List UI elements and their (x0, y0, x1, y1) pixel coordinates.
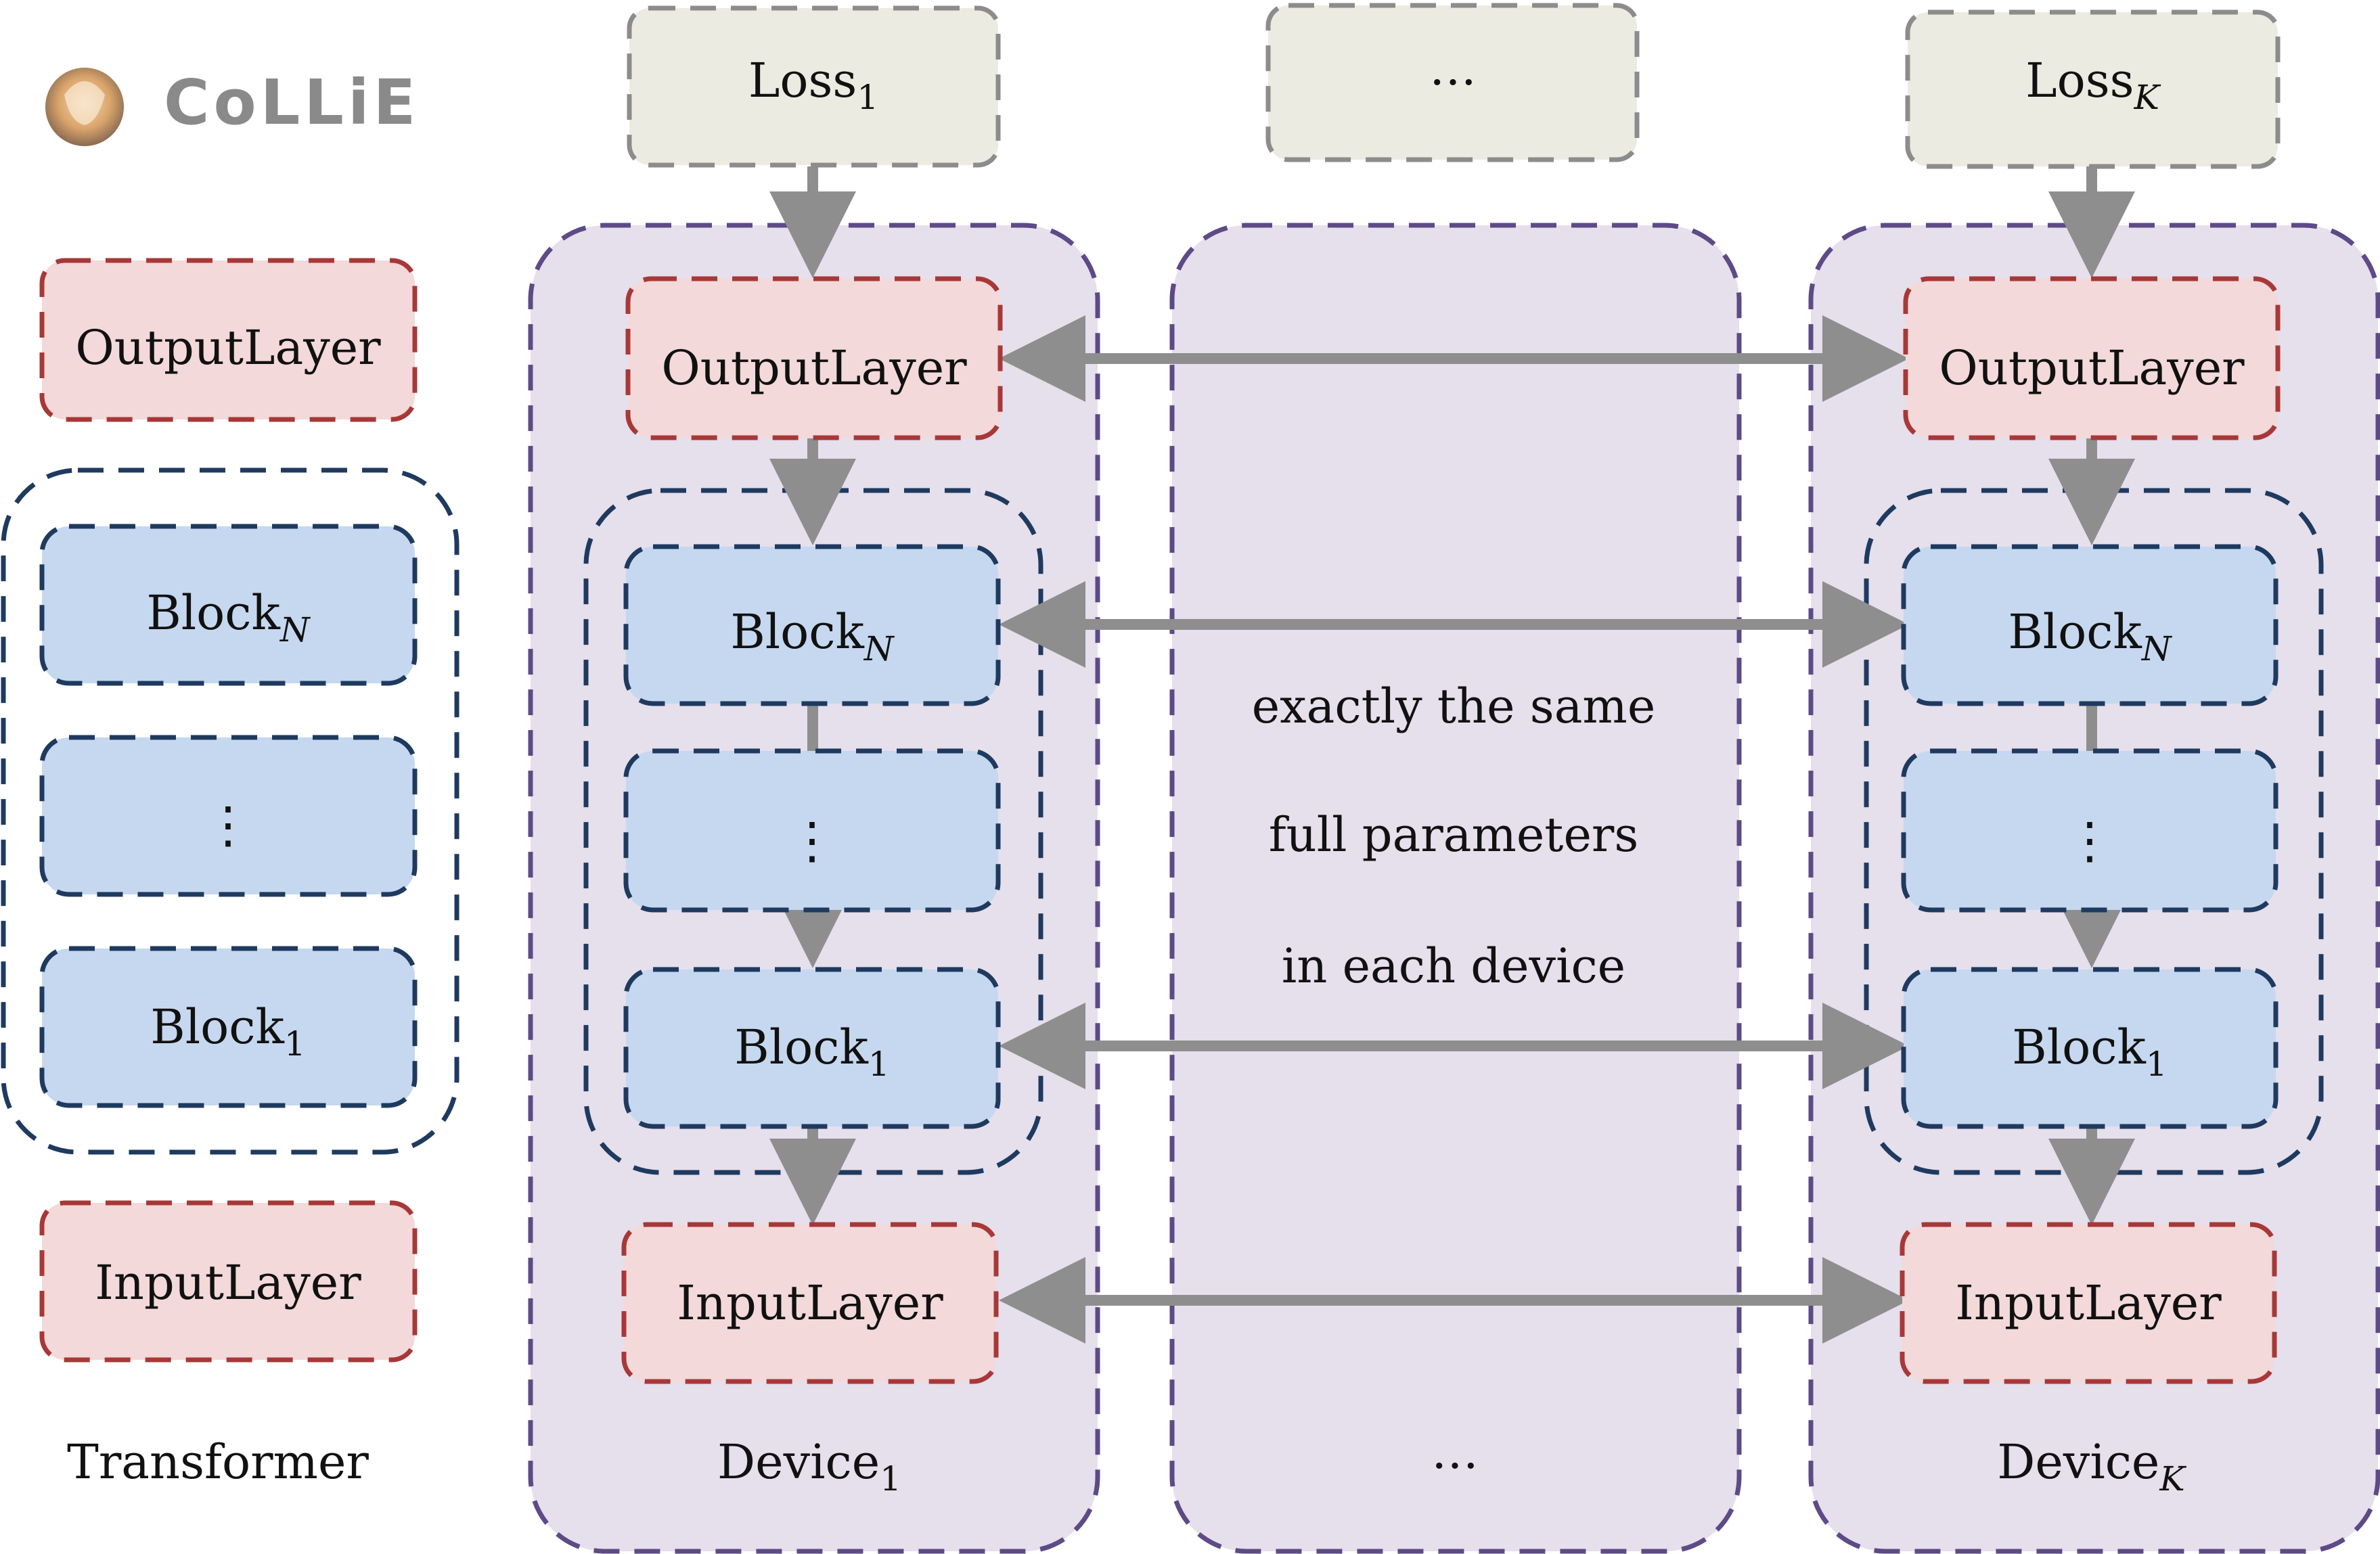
collie-logo: CoLLiE (45, 66, 420, 146)
device-k-block-1 (1901, 967, 2278, 1129)
device-1-block-n (623, 544, 1001, 706)
loss-k-label: LossK (2025, 53, 2161, 117)
device-1-block-n-label: BlockN (730, 604, 895, 668)
transformer-block-1-label: Block1 (150, 999, 305, 1064)
device-1-block-1 (623, 967, 1001, 1129)
device-k-block-dots-label: ⋮ (2065, 812, 2115, 870)
device-k-block-n (1901, 544, 2278, 706)
loss-ellipsis-label: … (1429, 41, 1477, 96)
transformer-block-n (39, 524, 418, 686)
device-1-input-layer (621, 1222, 999, 1384)
device-1-block-1-label: Block1 (734, 1020, 889, 1084)
device-k-input-layer (1900, 1222, 2277, 1384)
device-1-output-layer (625, 276, 1003, 440)
transformer-block-dots (39, 735, 418, 897)
loss-ellipsis-box (1265, 3, 1640, 162)
transformer-output-layer-label: OutputLayer (75, 320, 381, 375)
device-ellipsis-column (1169, 223, 1742, 1554)
transformer-block-n-label: BlockN (146, 585, 311, 649)
device-1-block-dots (623, 748, 1001, 913)
note-line-2: full parameters (1269, 807, 1639, 863)
note-line-1: exactly the same (1252, 679, 1656, 734)
transformer-input-layer (39, 1200, 418, 1363)
device-1-block-dots-label: ⋮ (787, 812, 837, 870)
device-k-input-layer-label: InputLayer (1955, 1275, 2222, 1331)
note-line-3: in each device (1282, 938, 1625, 994)
device-k-block-dots (1901, 748, 2278, 913)
sync-arrows (999, 315, 1909, 1344)
transformer-output-layer (39, 258, 418, 422)
device-k-caption: DeviceK (1997, 1434, 2186, 1499)
device-ellipsis-caption: … (1431, 1424, 1479, 1480)
device-1-caption: Device1 (717, 1434, 901, 1499)
logo-text: CoLLiE (164, 66, 420, 139)
transformer-block-dots-label: ⋮ (203, 796, 253, 854)
device-k-block-n-label: BlockN (2008, 604, 2173, 668)
transformer-block-1 (39, 946, 418, 1108)
transformer-caption: Transformer (67, 1434, 369, 1490)
device-k-block-1-label: Block1 (2012, 1020, 2167, 1084)
device-k-output-layer-label: OutputLayer (1939, 340, 2245, 396)
device-1-input-layer-label: InputLayer (677, 1275, 943, 1331)
loss-1-box (627, 5, 1001, 168)
loss-1-label: Loss1 (748, 53, 878, 117)
loss-k-box (1905, 9, 2281, 169)
device-1-output-layer-label: OutputLayer (661, 340, 967, 396)
device-k-output-layer (1903, 276, 2281, 440)
transformer-input-layer-label: InputLayer (95, 1255, 361, 1310)
